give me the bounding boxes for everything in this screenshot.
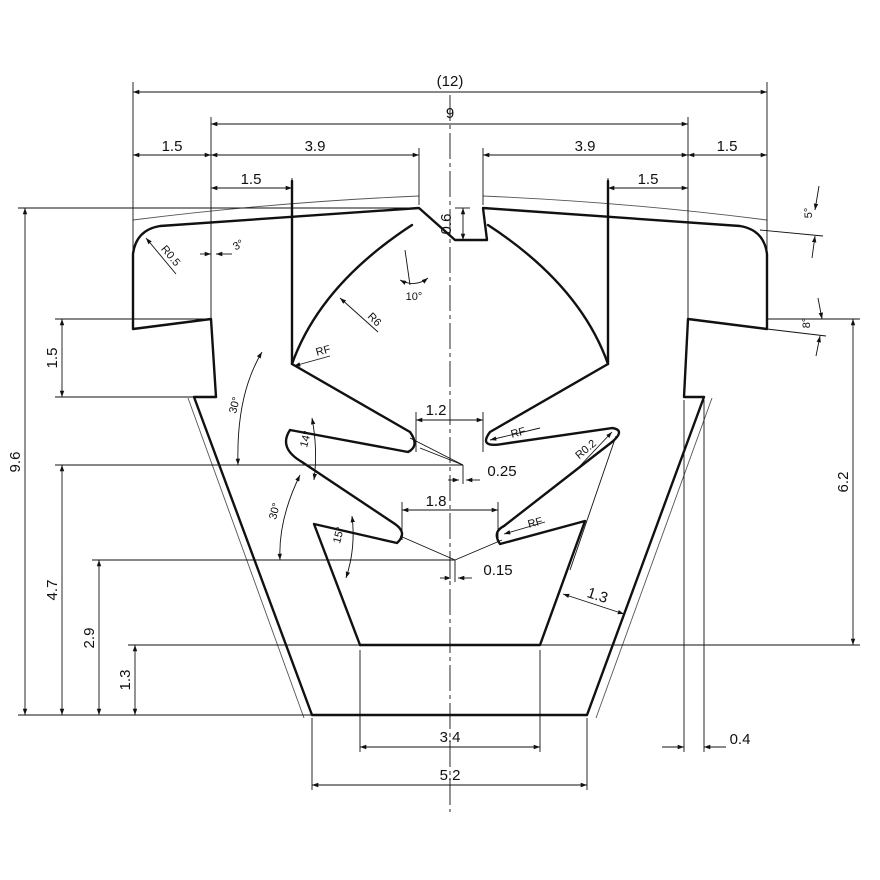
dim-overall-width: (12) (437, 73, 464, 90)
dim-gap-lower-offset: 0.15 (483, 562, 512, 579)
dim-flange-left: 1.5 (162, 138, 183, 155)
ann-angle-15: 15° (331, 526, 347, 545)
dim-wall-thickness: 1.3 (585, 584, 610, 607)
dim-span-left: 3.9 (305, 138, 326, 155)
ann-rf-3: RF (527, 515, 545, 530)
ann-angle-3: 3° (231, 238, 246, 254)
ann-rf-1: RF (315, 343, 333, 358)
serrated-surfaces (132, 195, 768, 719)
dim-bottom-width: 5.2 (440, 767, 461, 784)
channel-outline (358, 179, 621, 647)
dim-top-recess: 0.6 (438, 214, 455, 235)
ann-angle-14: 14° (298, 430, 314, 449)
top-serration-right (482, 195, 768, 221)
dim-span-right: 3.9 (575, 138, 596, 155)
dim-bottom-inner-width: 3.4 (440, 729, 461, 746)
ann-r-corner: R0.5 (158, 243, 182, 269)
dim-gap-lower: 1.8 (426, 493, 447, 510)
ann-angle-30a: 30° (227, 396, 243, 415)
ann-angle-30b: 30° (267, 502, 283, 521)
arch-right (486, 223, 610, 366)
leader-lines (145, 185, 827, 579)
slope-serration-left (187, 397, 305, 719)
profile-outline (131, 206, 769, 717)
dim-lower-height: 4.7 (44, 580, 61, 601)
dim-step-left: 1.5 (241, 171, 262, 188)
dim-gap-upper-offset: 0.25 (487, 463, 516, 480)
dim-inner-width: 9 (446, 105, 454, 122)
dim-step-right: 1.5 (638, 171, 659, 188)
ann-r-fin: R0.2 (573, 438, 599, 462)
dimension-labels: (12) 9 1.5 3.9 3.9 1.5 1.5 1.5 0.6 9.6 1… (7, 73, 852, 784)
dim-lip-height: 1.5 (44, 348, 61, 369)
extension-lines (18, 82, 860, 790)
ann-r-arc: R6 (365, 311, 383, 329)
annotation-labels: R0.5 3° R6 10° RF RF RF R0.2 30° 30° 14°… (158, 208, 815, 545)
ann-rf-2: RF (510, 425, 528, 440)
channel-outline-left (284, 179, 416, 647)
ann-angle-8: 8° (801, 318, 813, 329)
dim-offset: 0.4 (730, 731, 751, 748)
dim-lower-inner-height: 2.9 (81, 628, 98, 649)
dim-total-height: 9.6 (7, 452, 24, 473)
top-serration-left (132, 195, 420, 221)
dim-flange-right: 1.5 (717, 138, 738, 155)
dim-channel-height: 1.3 (117, 670, 134, 691)
ann-angle-10: 10° (406, 291, 423, 303)
ann-angle-5: 5° (803, 208, 815, 219)
dim-gap-upper: 1.2 (426, 402, 447, 419)
arch-left (290, 223, 414, 366)
slope-serration-right (595, 397, 713, 719)
dim-right-height: 6.2 (835, 472, 852, 493)
dimension-lines (22, 89, 856, 788)
